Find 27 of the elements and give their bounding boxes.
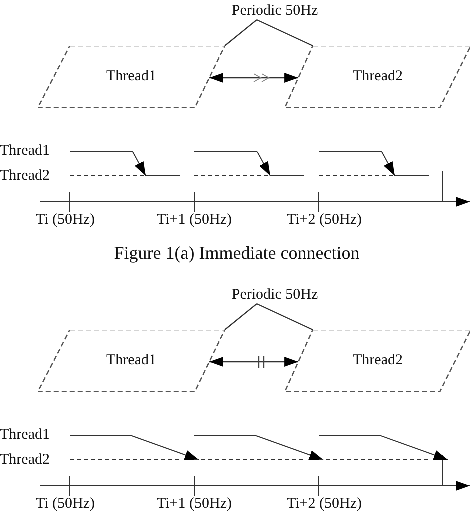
row-label: Thread1: [0, 426, 50, 444]
figure-caption: Figure 1(a) Immediate connection: [113, 242, 361, 264]
dashed-parallelogram: [38, 46, 225, 108]
node-label: Thread1: [106, 352, 158, 370]
tick-label: Ti (50Hz): [36, 495, 96, 512]
leader-line: [256, 19, 314, 47]
row-label: Thread1: [0, 142, 50, 160]
row-label: Thread2: [0, 451, 50, 469]
dashed-parallelogram: [38, 330, 225, 392]
leader-line: [224, 20, 258, 46]
leader-line: [256, 303, 314, 331]
callout-label: Periodic 50Hz: [215, 286, 335, 304]
node-label: Thread1: [106, 68, 158, 86]
row-label: Thread2: [0, 167, 50, 185]
arrow: [210, 73, 299, 83]
dashed-parallelogram: [285, 330, 471, 392]
tick-label: Ti+2 (50Hz): [287, 495, 362, 512]
dashed-parallelogram: [285, 46, 471, 108]
tick-label: Ti+1 (50Hz): [157, 211, 232, 229]
tick-label: Ti+2 (50Hz): [287, 211, 362, 229]
leader-line: [224, 304, 258, 330]
arrow: [210, 357, 299, 367]
tick-label: Ti (50Hz): [36, 211, 96, 229]
node-label: Thread2: [352, 352, 404, 370]
tick-label: Ti+1 (50Hz): [157, 495, 232, 512]
callout-label: Periodic 50Hz: [215, 2, 335, 20]
node-label: Thread2: [352, 68, 404, 86]
